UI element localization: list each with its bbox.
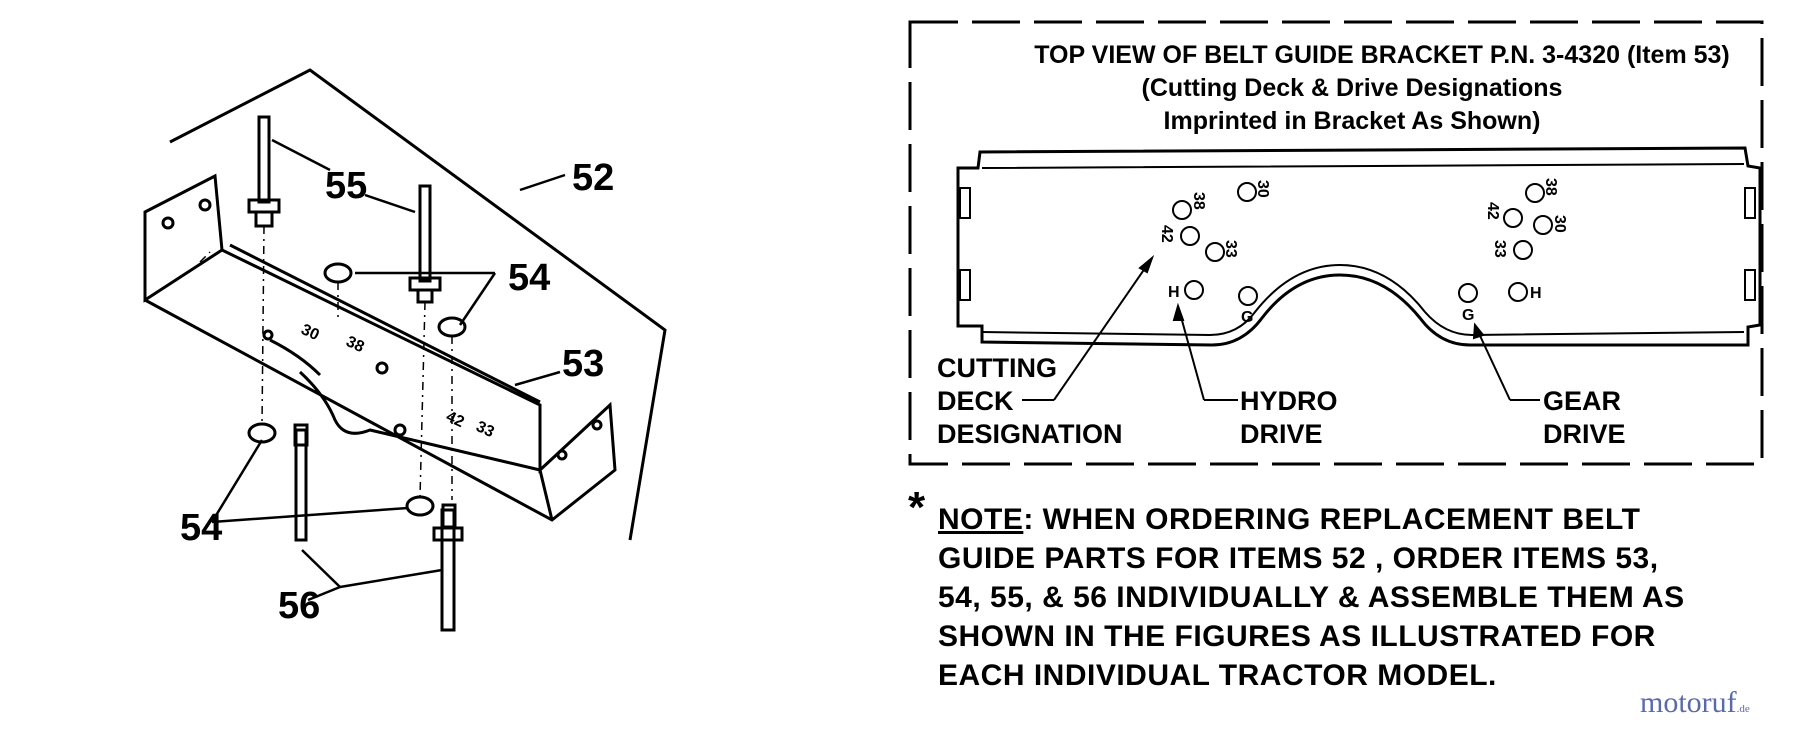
hole-label: 42 [1484, 202, 1501, 220]
order-note: * NOTE: WHEN ORDERING REPLACEMENT BELT G… [908, 486, 1798, 695]
nut-54 [437, 316, 467, 338]
note-line-4: SHOWN IN THE FIGURES AS ILLUSTRATED FOR [938, 620, 1656, 653]
nut-54 [247, 422, 277, 444]
watermark-text: motoruf [1640, 686, 1737, 719]
hole-label: H [1530, 285, 1542, 302]
note-line-2: GUIDE PARTS FOR ITEMS 52 , ORDER ITEMS 5… [938, 542, 1659, 575]
hole-label: 42 [1158, 225, 1175, 243]
bracket-hole [393, 423, 407, 437]
bracket-mark: 38 [343, 333, 366, 356]
bracket-hole [262, 329, 274, 341]
top-view-subtitle-2: Imprinted in Bracket As Shown) [1164, 107, 1541, 135]
label-cutting-2: DECK [937, 386, 1014, 416]
hole-label: G [1241, 309, 1253, 326]
label-hydro-2: DRIVE [1240, 419, 1323, 449]
nut-54 [405, 495, 435, 517]
callout-54-bottom: 54 [180, 507, 222, 549]
top-view-leaders [1022, 254, 1540, 401]
callout-leaders [210, 138, 566, 602]
stud-55-thread [416, 288, 434, 304]
hole-label: H [1168, 284, 1180, 301]
stud-56-flange [432, 526, 464, 542]
ear-hole [198, 198, 212, 212]
ear-hole [556, 449, 568, 461]
bracket-mark: 33 [473, 418, 496, 441]
note-line-1: NOTE: WHEN ORDERING REPLACEMENT BELT [938, 500, 1798, 539]
stud-56 [294, 428, 308, 542]
bracket-imprints: 30 38 42 33 [298, 321, 496, 441]
hole-label: 33 [1491, 240, 1508, 258]
label-hydro-1: HYDRO [1240, 386, 1338, 416]
nut-54 [323, 262, 353, 284]
hole-label: 30 [1254, 180, 1271, 198]
panel-outline-52 [169, 68, 667, 541]
watermark-suffix: .de [1736, 703, 1750, 715]
ear-hole [591, 419, 603, 431]
label-cutting-1: CUTTING [937, 353, 1057, 383]
label-cutting-3: DESIGNATION [937, 419, 1123, 449]
note-asterisk: * [908, 483, 926, 532]
label-gear-1: GEAR [1543, 386, 1621, 416]
hole-label: 38 [1542, 178, 1559, 196]
note-heading: NOTE [938, 503, 1024, 536]
stud-56-thread [441, 503, 457, 529]
top-view-subtitle-1: (Cutting Deck & Drive Designations [1142, 74, 1563, 102]
label-gear-2: DRIVE [1543, 419, 1626, 449]
assembly-centerlines [199, 225, 453, 500]
hole-label: 38 [1190, 192, 1207, 210]
exploded-view [143, 68, 667, 632]
callout-56: 56 [278, 585, 320, 627]
bracket-hole [375, 361, 389, 375]
hole-label: 33 [1222, 240, 1239, 258]
callout-54-top: 54 [508, 257, 550, 299]
callout-55: 55 [325, 165, 367, 207]
callout-52: 52 [572, 157, 614, 199]
note-line-3: 54, 55, & 56 INDIVIDUALLY & ASSEMBLE THE… [938, 581, 1685, 614]
hole-label: 30 [1551, 215, 1568, 233]
bracket-mark: 30 [298, 321, 321, 344]
top-view-frame [908, 20, 1764, 466]
ear-hole [161, 216, 175, 230]
watermark-logo: motoruf.de [1640, 686, 1750, 720]
stud-55 [257, 115, 271, 204]
stud-56-thread [293, 423, 309, 447]
bracket-top-view [956, 146, 1762, 347]
stud-55-thread [254, 210, 274, 228]
bracket-53 [143, 173, 617, 522]
note-line-1-text: : WHEN ORDERING REPLACEMENT BELT [1023, 503, 1641, 536]
bracket-mark: 42 [443, 408, 466, 431]
callout-53: 53 [562, 343, 604, 385]
hole-label: G [1462, 307, 1474, 324]
top-view-title: TOP VIEW OF BELT GUIDE BRACKET P.N. 3-43… [1034, 41, 1730, 69]
note-line-5: EACH INDIVIDUAL TRACTOR MODEL. [938, 659, 1497, 692]
stud-55 [418, 184, 432, 283]
